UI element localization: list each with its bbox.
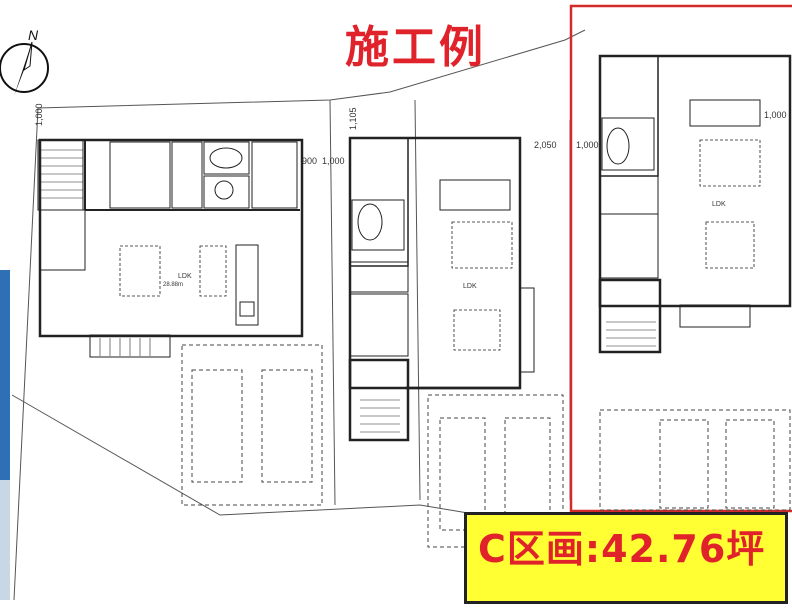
- parking-b: [427, 394, 564, 548]
- area-label: C区画:42.76坪: [478, 527, 766, 571]
- house-b-plan: [348, 136, 535, 442]
- room-label-ldk-a: LDK: [178, 273, 192, 280]
- house-c-plan: [598, 54, 792, 354]
- house-a-plan: [37, 138, 304, 358]
- dim-mid-gap: 2,050: [534, 140, 557, 150]
- area-badge: [464, 512, 788, 604]
- room-area-ldk-a: 28.88m: [163, 282, 183, 288]
- parking-a: [181, 344, 323, 506]
- dim-left-gap1: 900: [302, 156, 317, 166]
- compass-north-label: N: [28, 27, 39, 43]
- room-label-ldk-c: LDK: [712, 201, 726, 208]
- dim-right-top: 1,000: [764, 110, 787, 120]
- dim-mid-gap2: 1,000: [576, 140, 599, 150]
- compass-icon: N: [0, 27, 49, 96]
- dim-left-top: 1,000: [34, 103, 44, 126]
- parking-c: [599, 409, 791, 511]
- dim-mid-top: 1,105: [348, 107, 358, 130]
- dim-left-gap2: 1,000: [322, 156, 345, 166]
- left-edge-photo: [0, 270, 10, 480]
- lot-c-highlight: [569, 4, 792, 513]
- page-title: 施工例: [345, 22, 486, 73]
- room-label-ldk-b: LDK: [463, 283, 477, 290]
